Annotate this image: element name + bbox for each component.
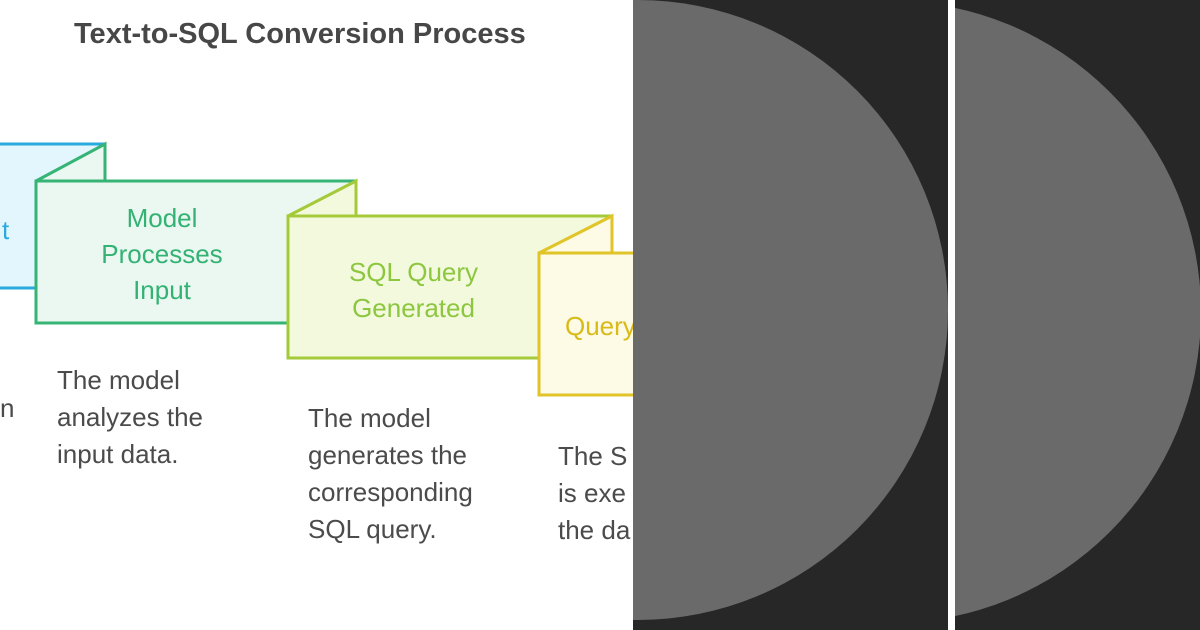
step-1-label: t	[2, 215, 10, 245]
step-1-description: n	[0, 393, 15, 423]
step-3-description-line: corresponding	[308, 477, 473, 507]
step-3-label: SQL Query Generated	[288, 254, 539, 326]
page-title: Text-to-SQL Conversion Process	[74, 18, 526, 50]
step-2-label-line: Processes	[101, 239, 223, 269]
step-4-description-line: the da	[558, 515, 631, 545]
step-2-description-line: The model	[57, 365, 180, 395]
step-4-description: The S is exe the da	[558, 438, 630, 549]
step-3-description-line: The model	[308, 403, 431, 433]
step-3-label-line: SQL Query	[348, 257, 479, 287]
process-shapes	[0, 141, 633, 397]
step-3-label-line: Generated	[352, 293, 475, 323]
step-4-description-line: is exe	[558, 478, 626, 508]
step-2-label: Model Processes Input	[36, 200, 288, 308]
step-2-description-line: analyzes the	[57, 402, 203, 432]
step-3-description-line: generates the	[308, 440, 468, 470]
step-2-label-line: Model	[126, 203, 198, 233]
decorative-circle-2	[955, 1, 1200, 623]
step-3-description-line: SQL query.	[308, 514, 437, 544]
right-panel-1	[633, 0, 948, 630]
step-4-shape	[537, 213, 633, 397]
decorative-circle-1	[633, 0, 948, 620]
diagram-area: Text-to-SQL Conversion Process t	[0, 18, 633, 549]
step-4-description-line: The S	[558, 441, 628, 471]
step-2-label-line: Input	[133, 275, 191, 305]
step-2-description: The model analyzes the input data.	[57, 362, 203, 473]
step-3-description: The model generates the corresponding SQ…	[308, 400, 473, 548]
step-2-description-line: input data.	[57, 439, 179, 469]
right-panel-2	[955, 0, 1200, 630]
step-4-label: Query	[565, 311, 633, 341]
